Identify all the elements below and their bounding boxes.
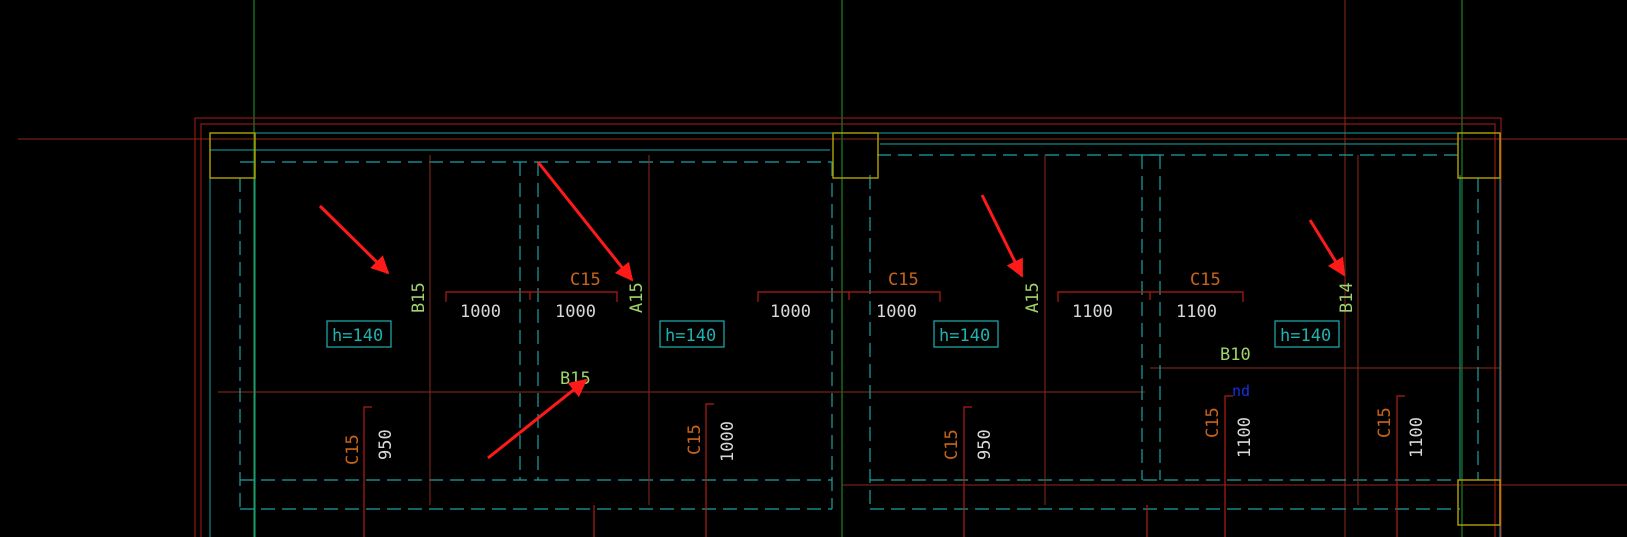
column — [1457, 479, 1501, 526]
dimension-label: 1000 — [718, 421, 738, 462]
thickness-box — [326, 320, 392, 348]
arrow-icon — [536, 161, 634, 282]
dimension-label: 1100 — [1235, 417, 1255, 458]
column — [832, 132, 879, 179]
beam-label: B10 — [1220, 345, 1251, 365]
columns — [209, 132, 1501, 526]
thickness-label: h=140 — [332, 326, 383, 346]
rebar-bracket — [1396, 395, 1405, 537]
dimension-label: 1000 — [555, 302, 596, 322]
dimension-label: 1000 — [876, 302, 917, 322]
arrow-icon — [318, 204, 390, 275]
rebar-label: C15 — [343, 434, 363, 465]
rebar-label: C15 — [888, 270, 919, 290]
rebar-top — [445, 291, 1244, 302]
dimension-label: 950 — [975, 429, 995, 460]
dimension-label: 1000 — [460, 302, 501, 322]
thickness-box — [1274, 320, 1340, 348]
beam-label: B14 — [1337, 282, 1357, 313]
rebar-label: C15 — [1190, 270, 1221, 290]
rebar-bracket — [1224, 395, 1233, 537]
thickness-box — [933, 320, 999, 348]
column — [1457, 132, 1501, 179]
rebar-bracket — [705, 403, 714, 537]
thickness-box — [659, 320, 725, 348]
rebar-bracket — [363, 406, 372, 537]
slab-outer-edge — [194, 117, 1502, 537]
thickness-label: h=140 — [1280, 326, 1331, 346]
rebar-bracket — [445, 291, 618, 302]
rebar-label: C15 — [1375, 407, 1395, 438]
thickness-label: h=140 — [939, 326, 990, 346]
beam-label: B15 — [409, 282, 429, 313]
axis-grid — [18, 0, 1627, 537]
beam-hidden-edges — [239, 154, 1479, 510]
rebar-label: C15 — [685, 424, 705, 455]
beam-label: A15 — [627, 282, 647, 313]
thickness-label: h=140 — [665, 326, 716, 346]
rebar-bracket — [963, 406, 972, 537]
beam-label: A15 — [1023, 282, 1043, 313]
thickness-boxes — [326, 320, 1340, 348]
column — [209, 132, 256, 179]
rebar-label: C15 — [942, 429, 962, 460]
rebar-label: C15 — [570, 270, 601, 290]
beam-label: B15 — [560, 369, 591, 389]
rebar-label: C15 — [1203, 407, 1223, 438]
dimension-label: 950 — [376, 429, 396, 460]
dimension-label: 1100 — [1072, 302, 1113, 322]
rebar-bottom — [363, 395, 1405, 537]
dimension-label: 1000 — [770, 302, 811, 322]
drawing-labels: B15 A15 B15 A15 B14 B10 C15 C15 C15 1000… — [332, 270, 1427, 465]
arrow-icon — [487, 378, 588, 460]
slab-outline — [194, 117, 1502, 537]
slab-inner-edge — [200, 123, 1496, 537]
rebar-vertical — [429, 155, 1359, 505]
arrow-icon — [980, 194, 1024, 278]
arrow-icon — [1308, 219, 1346, 277]
arrow-icons — [318, 161, 1346, 460]
dimension-label: 1100 — [1176, 302, 1217, 322]
beam-edges — [209, 132, 1501, 537]
small-blue-label: nd — [1232, 382, 1250, 400]
dimension-label: 1100 — [1407, 417, 1427, 458]
